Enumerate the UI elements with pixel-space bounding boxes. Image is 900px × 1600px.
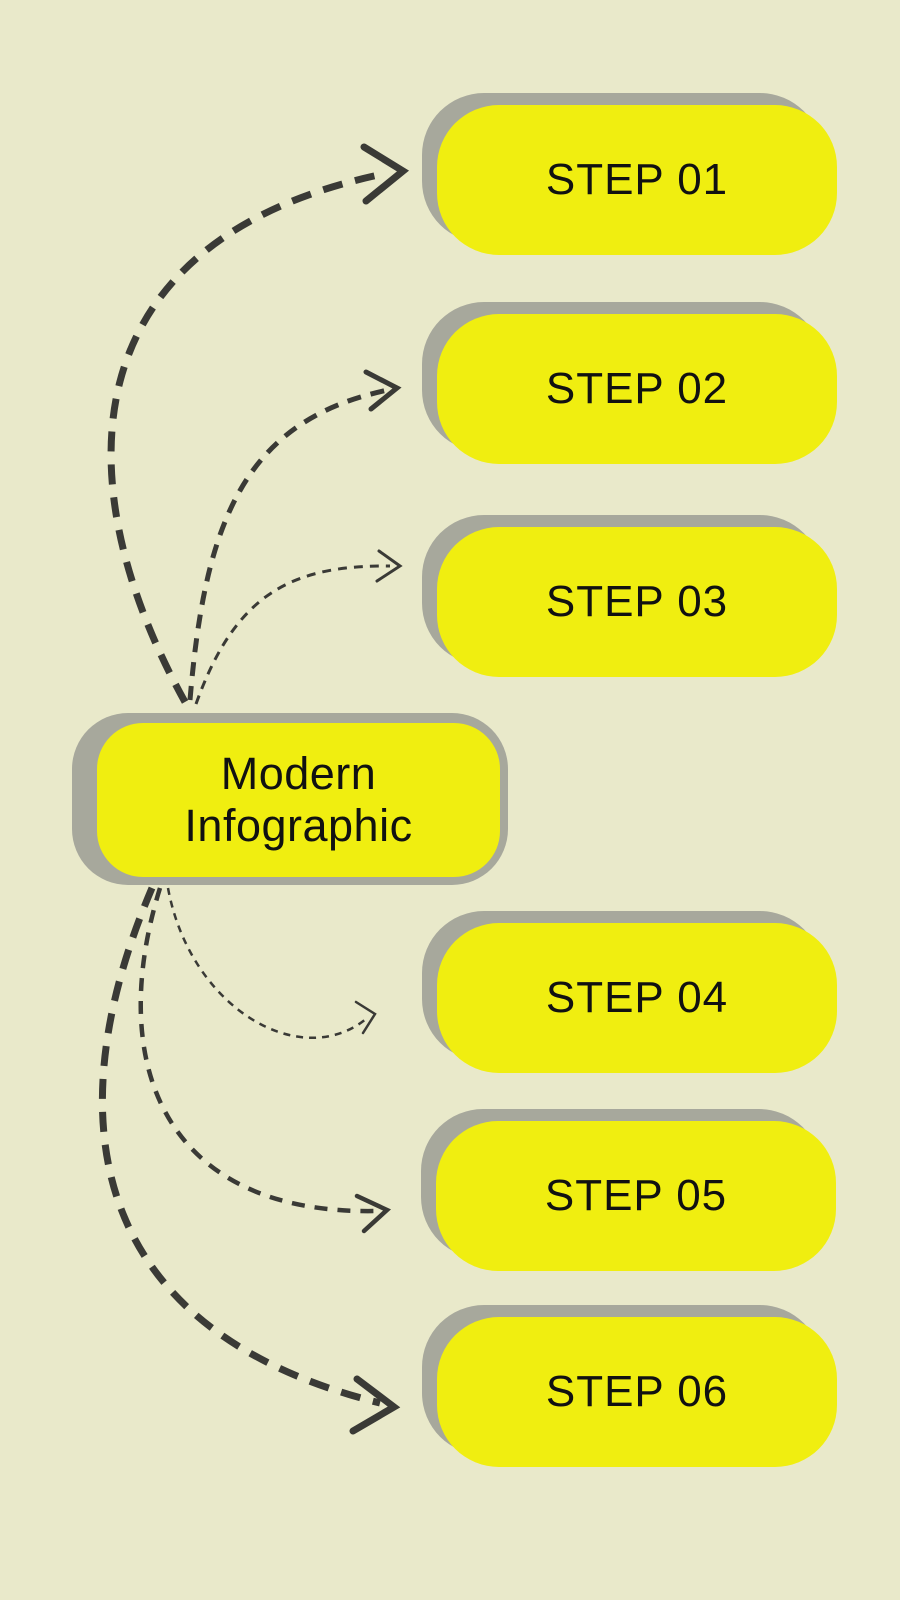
center-node-title-line2: Infographic (184, 800, 413, 851)
arrowhead-icon-step-03 (375, 549, 403, 583)
step-card-05: STEP 05 (421, 1109, 836, 1271)
step-card-06-label: STEP 06 (437, 1317, 837, 1467)
arrow-curve-step-04 (166, 887, 367, 1039)
step-card-02: STEP 02 (422, 302, 837, 464)
step-card-01-label: STEP 01 (437, 105, 837, 255)
arrowhead-icon-step-06 (349, 1375, 401, 1435)
arrow-curve-step-03 (194, 564, 391, 705)
step-card-01: STEP 01 (422, 93, 837, 255)
arrow-curve-step-01 (107, 170, 384, 704)
center-node: Modern Infographic (72, 713, 508, 885)
step-card-06: STEP 06 (422, 1305, 837, 1467)
step-card-03-label: STEP 03 (437, 527, 837, 677)
arrowhead-icon-step-05 (354, 1193, 392, 1234)
step-card-03: STEP 03 (422, 515, 837, 677)
arrow-curve-step-05 (138, 887, 377, 1214)
arrowhead-icon-step-01 (360, 143, 410, 205)
arrow-curve-step-06 (98, 886, 381, 1407)
arrow-curve-step-02 (187, 387, 389, 701)
step-card-04: STEP 04 (422, 911, 837, 1073)
center-node-title: Modern Infographic (97, 723, 500, 877)
step-card-05-label: STEP 05 (436, 1121, 836, 1271)
center-node-title-line1: Modern (220, 748, 377, 799)
arrowhead-icon-step-02 (363, 369, 402, 412)
arrowhead-icon-step-04 (354, 1000, 377, 1035)
step-card-04-label: STEP 04 (437, 923, 837, 1073)
step-card-02-label: STEP 02 (437, 314, 837, 464)
